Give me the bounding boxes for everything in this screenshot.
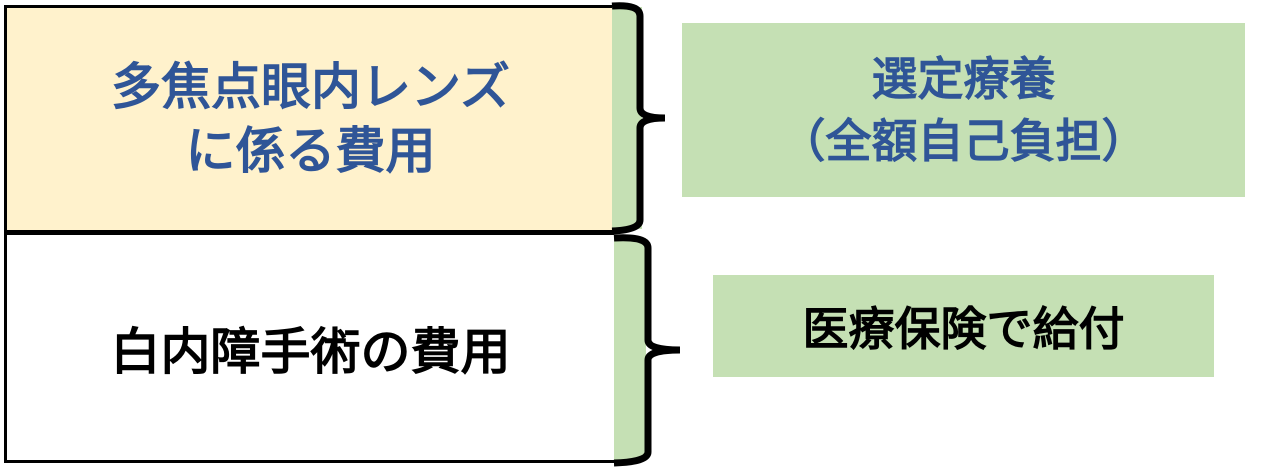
green-strip-bottom (614, 238, 646, 460)
cataract-surgery-cost-box: 白内障手術の費用 (4, 232, 614, 463)
multifocal-lens-cost-line1: 多焦点眼内レンズ (111, 58, 510, 116)
insurance-coverage-box: 医療保険で給付 (713, 275, 1214, 377)
insurance-coverage-label: 医療保険で給付 (802, 302, 1125, 356)
selected-care-line2: （全額自己負担） (779, 114, 1148, 168)
multifocal-lens-cost-box: 多焦点眼内レンズに係る費用 (4, 5, 614, 233)
selected-care-box: 選定療養 （全額自己負担） (682, 23, 1245, 197)
cataract-surgery-cost-label: 白内障手術の費用 (110, 322, 511, 381)
selected-care-line1: 選定療養 (871, 52, 1056, 106)
brace-top (611, 2, 666, 235)
brace-bottom (613, 234, 681, 467)
multifocal-lens-cost-line2: に係る費用 (185, 122, 436, 180)
